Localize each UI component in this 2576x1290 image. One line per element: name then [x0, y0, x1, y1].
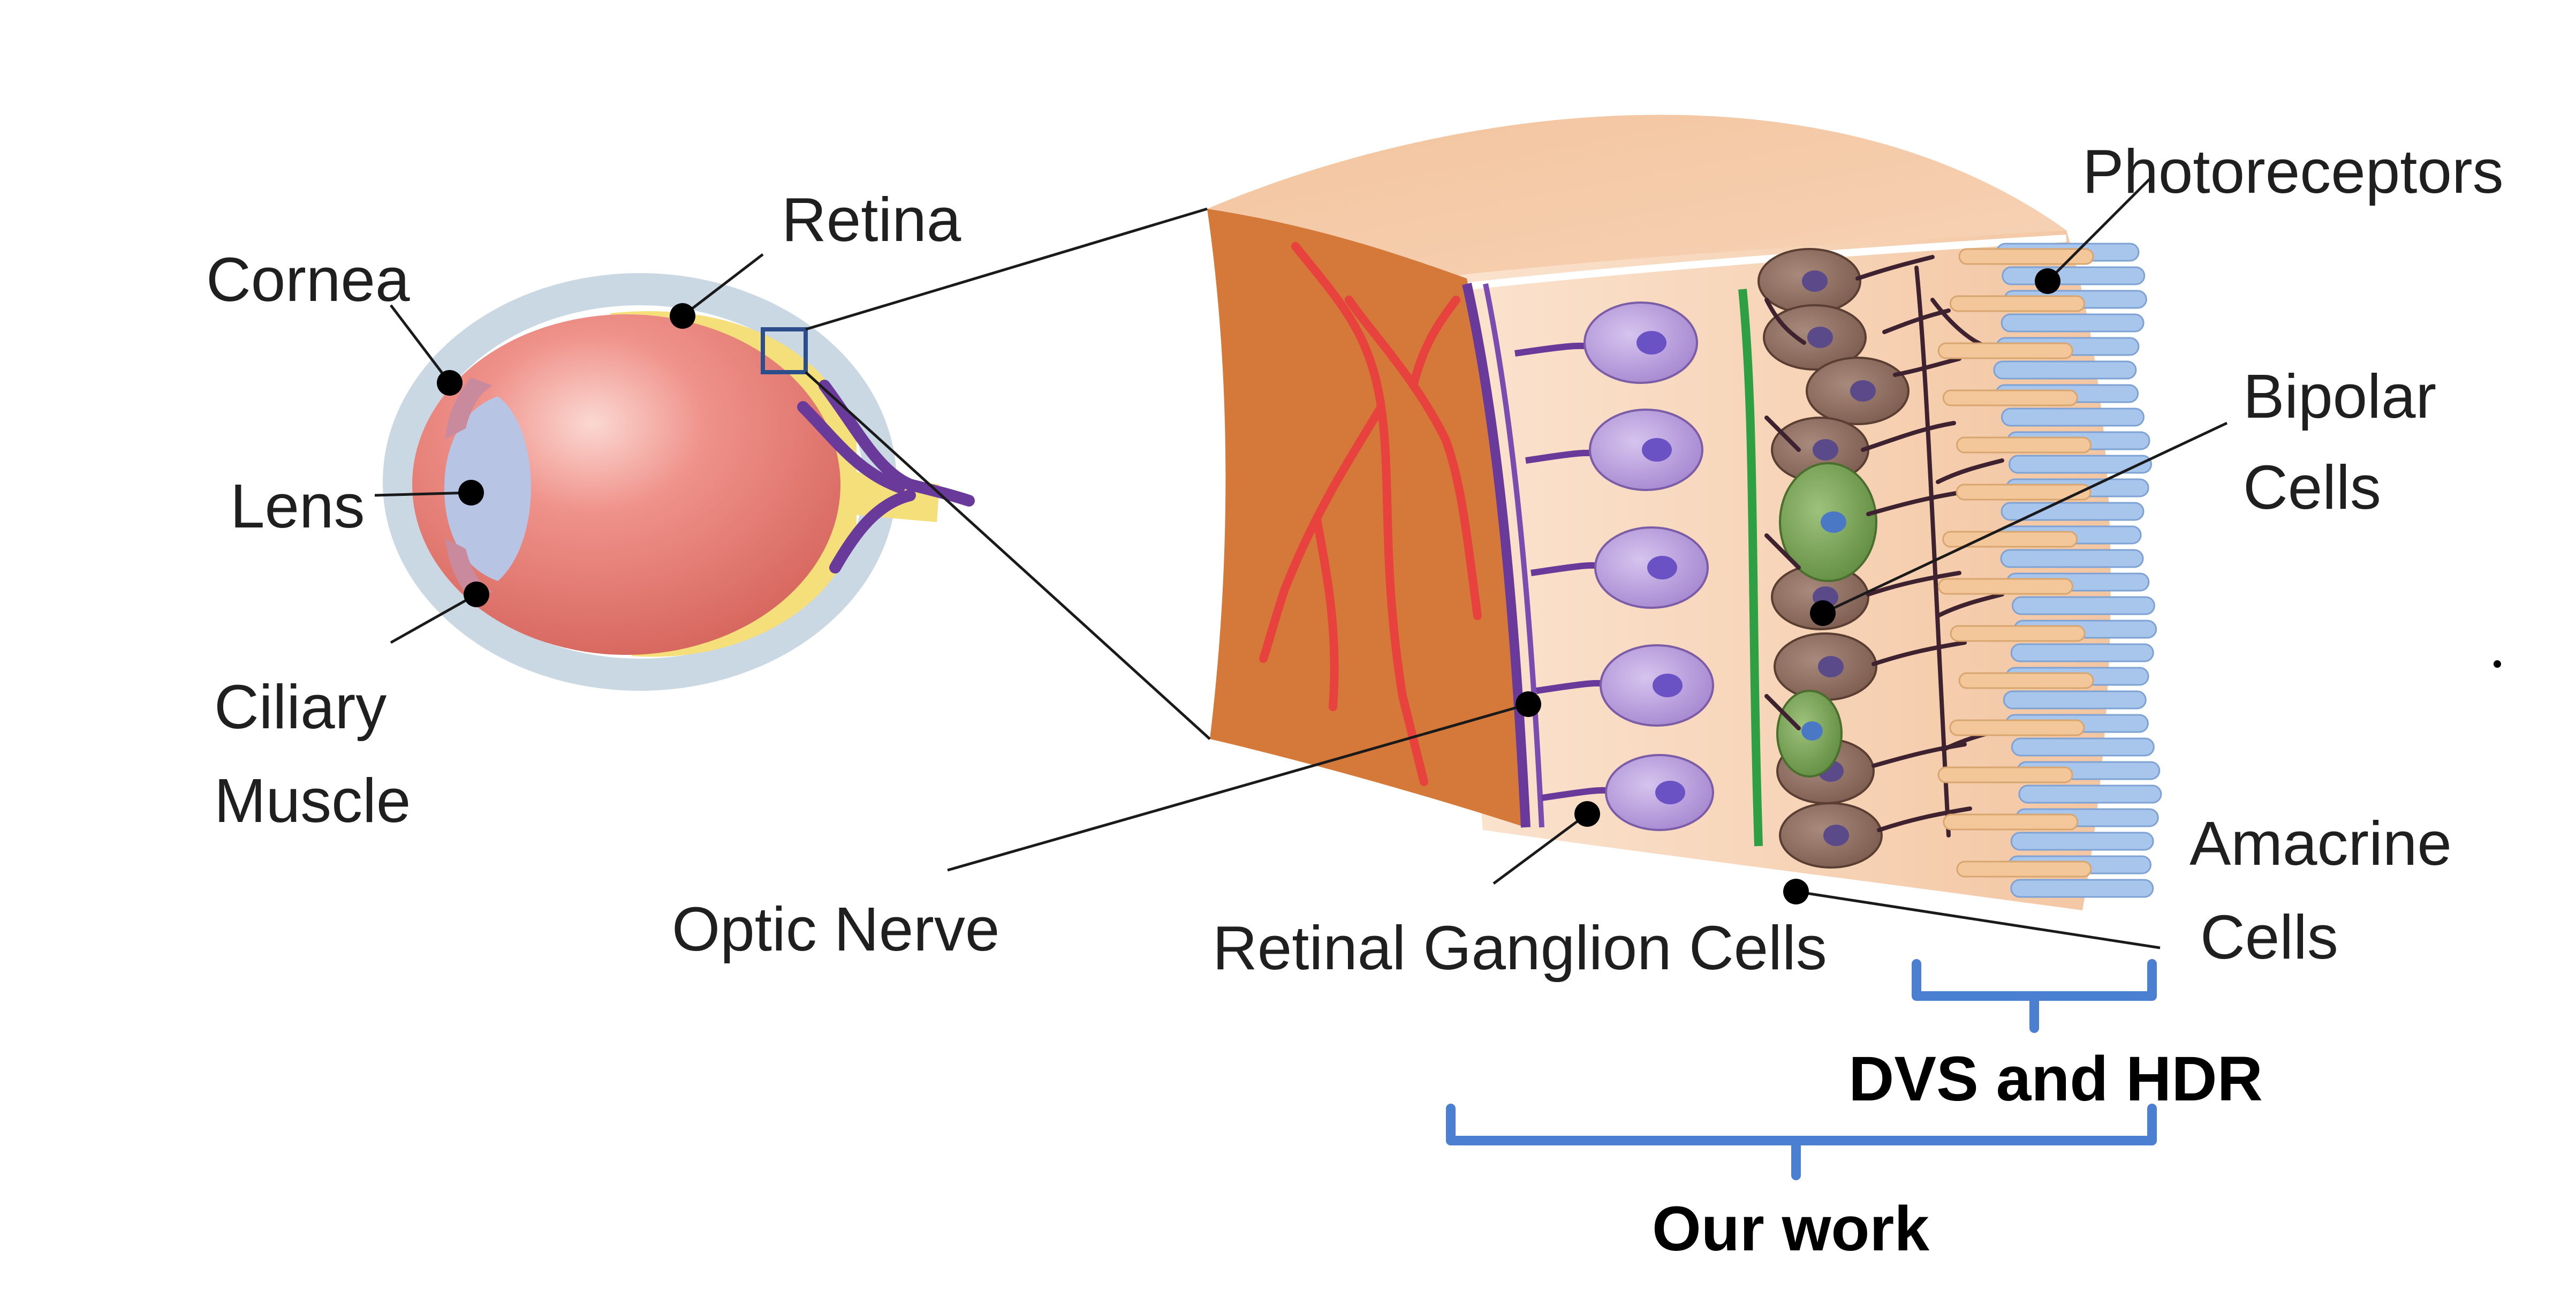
- label-lens: Lens: [230, 471, 365, 541]
- ganglion-cell: [1514, 301, 1698, 384]
- rod-photoreceptor: [2002, 266, 2146, 285]
- bipolar-cell: [1774, 632, 1877, 701]
- rod-photoreceptor: [2003, 690, 2147, 710]
- lens: [444, 396, 531, 581]
- rod-photoreceptor: [2001, 313, 2145, 333]
- optic-nerve-leader: [947, 703, 1529, 872]
- retinal-ganglion-cells-group: [1514, 301, 1714, 831]
- bipolar-dot: [1810, 600, 1836, 626]
- eyeball: [412, 314, 840, 655]
- cone-photoreceptor: [1958, 248, 2094, 265]
- bipolar-cell: [1806, 357, 1910, 425]
- retina-leader: [681, 253, 764, 317]
- dvs-hdr-bracket: [1912, 959, 2157, 1033]
- rod-photoreceptor: [2010, 879, 2154, 898]
- label-amacrine-line2: Cells: [2200, 902, 2338, 972]
- zoom-line-top: [805, 207, 1208, 331]
- label-retinal-ganglion-cells: Retinal Ganglion Cells: [1213, 913, 1827, 983]
- amacrine-leader: [1795, 890, 2161, 949]
- ganglion-cell: [1536, 644, 1714, 727]
- rod-photoreceptor: [2000, 549, 2144, 568]
- cone-photoreceptor: [1942, 531, 2078, 548]
- rod-photoreceptor: [2011, 737, 2155, 757]
- ciliary-muscle-dot: [464, 582, 489, 607]
- rgc-leader: [1492, 812, 1588, 885]
- tissue-inner-line: [1439, 235, 2067, 293]
- label-amacrine-line1: Amacrine: [2189, 809, 2452, 878]
- lens-dot: [458, 480, 484, 506]
- label-bipolar-line2: Cells: [2243, 452, 2381, 522]
- cone-photoreceptor: [1949, 295, 2085, 312]
- label-ciliary-line2: Muscle: [214, 766, 411, 835]
- rod-photoreceptor: [2001, 502, 2145, 521]
- cone-photoreceptor: [1949, 719, 2085, 736]
- bipolar-cell: [1779, 802, 1883, 869]
- cone-photoreceptor: [1956, 436, 2092, 454]
- cornea-dot: [437, 370, 463, 396]
- rod-photoreceptor: [2009, 455, 2153, 474]
- rod-photoreceptor: [2011, 596, 2155, 615]
- tissue-top-surface: [1207, 115, 2066, 279]
- optic-nerve-dot: [1516, 691, 1541, 717]
- bipolar-leader: [1822, 421, 2228, 615]
- rod-photoreceptor: [2010, 832, 2154, 851]
- cone-photoreceptor: [1956, 861, 2092, 878]
- amacrine-cell: [1779, 462, 1877, 582]
- label-our-work: Our work: [1652, 1194, 1929, 1264]
- photoreceptors-leader: [2047, 176, 2153, 282]
- ganglion-cell: [1525, 409, 1703, 491]
- zoom-line-bottom: [805, 371, 1211, 740]
- cone-photoreceptor: [1937, 766, 2073, 783]
- stray-mark: [2494, 660, 2501, 668]
- photoreceptor-layer: [1937, 243, 2162, 898]
- cone-photoreceptor: [1937, 578, 2073, 595]
- label-dvs-and-hdr: DVS and HDR: [1848, 1044, 2263, 1114]
- rod-photoreceptor: [1993, 360, 2137, 380]
- nerve-fiber-layer: [1462, 283, 1531, 828]
- cone-photoreceptor: [1958, 672, 2094, 689]
- amacrine-process-line: [1738, 289, 1763, 847]
- ganglion-cell: [1531, 526, 1709, 609]
- label-retina: Retina: [782, 185, 961, 254]
- blood-vessels: [1259, 242, 1482, 786]
- amacrine-dot: [1783, 879, 1809, 904]
- amacrine-cells-group: [1776, 462, 1877, 778]
- cone-photoreceptor: [1950, 625, 2086, 642]
- rod-photoreceptor: [2001, 408, 2145, 427]
- label-optic-nerve: Optic Nerve: [672, 894, 999, 964]
- photoreceptors-dot: [2035, 268, 2060, 294]
- retina-dot: [670, 303, 695, 329]
- bipolar-cell: [1757, 248, 1861, 314]
- rod-photoreceptor: [2018, 784, 2162, 804]
- lens-leader: [374, 491, 472, 497]
- tissue-front-face: [1207, 209, 1526, 827]
- ciliary-muscle-shape: [445, 378, 493, 439]
- amacrine-cell: [1776, 690, 1843, 778]
- ganglion-cell: [1541, 754, 1714, 831]
- leader-lines: [374, 176, 2228, 949]
- label-bipolar-line1: Bipolar: [2243, 361, 2436, 431]
- label-cornea: Cornea: [206, 245, 410, 314]
- cornea-leader: [390, 304, 451, 384]
- optic-nerve-fibers: [797, 380, 975, 574]
- label-photoreceptors: Photoreceptors: [2082, 137, 2504, 206]
- eyeball-illustration: [383, 273, 975, 691]
- our-work-bracket: [1446, 1104, 2157, 1180]
- cone-photoreceptor: [1943, 813, 2079, 831]
- rod-photoreceptor: [2010, 643, 2154, 662]
- ciliary-muscle-leader: [390, 593, 478, 644]
- cone-photoreceptor: [1937, 342, 2073, 359]
- cone-photoreceptor: [1942, 389, 2078, 406]
- rgc-dot: [1574, 801, 1600, 827]
- nerve-fiber-layer-2: [1483, 283, 1544, 828]
- label-ciliary-line1: Ciliary: [214, 672, 387, 742]
- dendritic-branches: [1764, 255, 2010, 838]
- cone-photoreceptor: [1956, 484, 2092, 501]
- bipolar-cell: [1763, 304, 1867, 371]
- retina-zoom-box: [761, 327, 808, 374]
